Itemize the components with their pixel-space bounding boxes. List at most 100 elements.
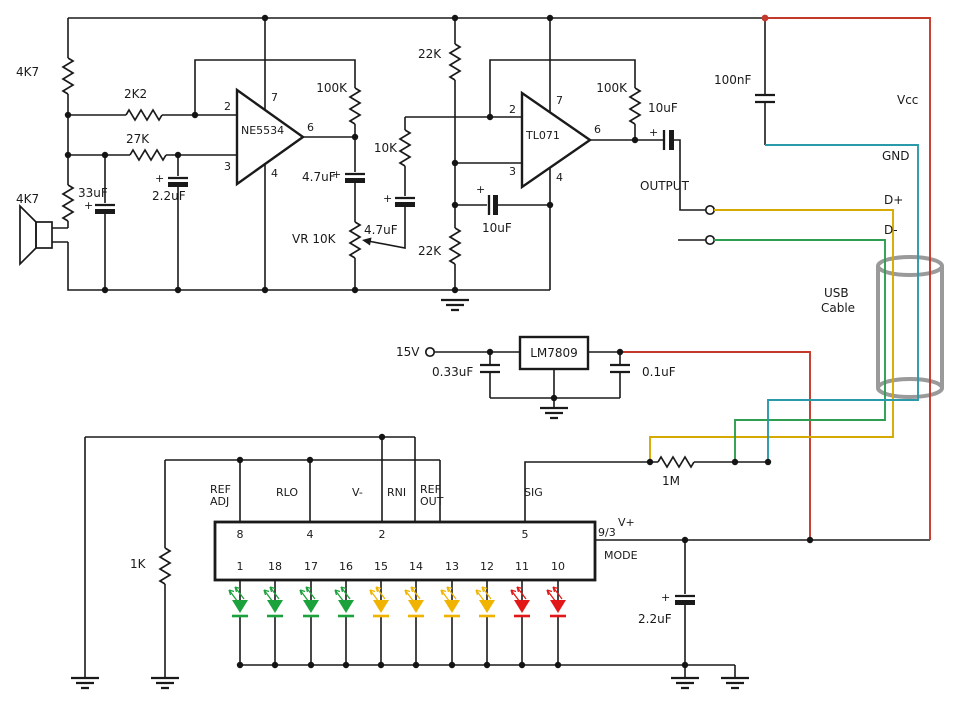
label-vr-10k: VR 10K xyxy=(292,232,337,246)
plus-sign: + xyxy=(476,183,485,196)
wire-gnd xyxy=(765,144,919,462)
driver-pin-8: 8 xyxy=(237,528,244,541)
label-r-10k: 10K xyxy=(374,141,398,155)
label-refout-1: REF xyxy=(420,483,441,496)
resistor-27k xyxy=(129,148,167,162)
opamp1-pin6: 6 xyxy=(307,121,314,134)
label-sig: SIG xyxy=(524,486,543,499)
label-r-22k-bottom: 22K xyxy=(418,244,442,258)
label-opamp2: TL071 xyxy=(525,129,560,142)
label-15v: 15V xyxy=(396,345,420,359)
wire-vcc xyxy=(765,17,931,540)
label-refadj-1: REF xyxy=(210,483,231,496)
resistor-1k xyxy=(158,547,172,585)
label-c-10uf-fb: 10uF xyxy=(482,221,512,235)
input-15v-terminal xyxy=(424,346,436,358)
ground-preamp xyxy=(441,298,469,312)
led-6 xyxy=(404,580,424,669)
label-r-22k-top: 22K xyxy=(418,47,442,61)
cap-2-2uf-top xyxy=(168,176,188,187)
label-c-33uf: 33uF xyxy=(78,186,108,200)
led-3 xyxy=(299,580,319,669)
driver-pin-16: 16 xyxy=(339,560,353,573)
resistor-10k xyxy=(398,129,412,167)
cap-4-7uf-2 xyxy=(395,196,415,207)
resistor-22k-top xyxy=(448,43,462,81)
cap-0-33uf xyxy=(480,363,500,374)
label-v-minus: V- xyxy=(352,486,363,499)
opamp1-pin7: 7 xyxy=(271,91,278,104)
resistor-22k-bottom xyxy=(448,227,462,265)
cap-100nf xyxy=(755,93,775,104)
plus-sign: + xyxy=(649,126,658,139)
plus-sign: + xyxy=(383,192,392,205)
cap-2-2uf-bottom xyxy=(675,594,695,605)
wires-preamp xyxy=(52,17,766,291)
opamp2-pin6: 6 xyxy=(594,123,601,136)
led-driver-box xyxy=(213,520,597,582)
led-8 xyxy=(475,580,495,669)
label-refout-2: OUT xyxy=(420,495,444,508)
resistor-4k7-bottom xyxy=(61,184,75,222)
ground-left-2 xyxy=(151,676,179,690)
driver-pin-5: 5 xyxy=(522,528,529,541)
output-jack-bottom xyxy=(704,234,716,246)
potentiometer-vr10k xyxy=(348,221,362,259)
label-rni: RNI xyxy=(387,486,406,499)
label-usb-cable-1: USB xyxy=(824,286,849,300)
wire-d-minus xyxy=(714,239,886,462)
labels: 4K7 4K7 2K2 27K 33uF + 2.2uF + NE5534 2 … xyxy=(16,47,918,626)
driver-pin-15: 15 xyxy=(374,560,388,573)
label-r-4k7-top: 4K7 xyxy=(16,65,39,79)
resistor-4k7-top xyxy=(61,57,75,95)
driver-pin-14: 14 xyxy=(409,560,423,573)
opamp1-pin3: 3 xyxy=(224,160,231,173)
plus-sign: + xyxy=(84,199,93,212)
driver-pin-11: 11 xyxy=(515,560,529,573)
junction-dots xyxy=(64,14,814,669)
opamp2-pin3: 3 xyxy=(509,165,516,178)
led-10 xyxy=(546,580,566,669)
label-r-1m: 1M xyxy=(662,474,680,488)
label-v-plus: V+ xyxy=(618,516,635,529)
label-refadj-2: ADJ xyxy=(210,495,229,508)
cap-0-1uf xyxy=(610,363,630,374)
plus-sign: + xyxy=(661,591,670,604)
led-2 xyxy=(263,580,283,669)
label-c-0-33uf: 0.33uF xyxy=(432,365,473,379)
opamp2-pin7: 7 xyxy=(556,94,563,107)
ground-right-1 xyxy=(671,676,699,690)
label-rlo: RLO xyxy=(276,486,298,499)
led-9 xyxy=(510,580,530,669)
label-opamp1: NE5534 xyxy=(241,124,284,137)
led-1 xyxy=(228,580,248,669)
driver-pin-4: 4 xyxy=(307,528,314,541)
resistor-1m xyxy=(657,455,695,469)
label-r-27k: 27K xyxy=(126,132,150,146)
opamp1-pin4: 4 xyxy=(271,167,278,180)
led-7 xyxy=(440,580,460,669)
ground-right-2 xyxy=(721,676,749,690)
microphone-icon xyxy=(19,203,53,267)
resistor-2k2 xyxy=(125,108,163,122)
potentiometer-wiper-arrow xyxy=(362,237,372,246)
driver-pin-1: 1 xyxy=(237,560,244,573)
opamp-tl071 xyxy=(520,90,593,190)
label-r-2k2: 2K2 xyxy=(124,87,147,101)
wire-vcc-regulator xyxy=(620,351,811,540)
cap-10uf-output xyxy=(662,130,674,150)
label-c-2-2uf-bottom: 2.2uF xyxy=(638,612,672,626)
label-c-0-1uf: 0.1uF xyxy=(642,365,676,379)
driver-pin-12: 12 xyxy=(480,560,494,573)
label-pin-9-3: 9/3 xyxy=(598,526,616,539)
wire-d-plus xyxy=(649,209,894,462)
label-c-100nf: 100nF xyxy=(714,73,752,87)
usb-cable-icon xyxy=(876,255,944,399)
label-c-4-7uf-2: 4.7uF xyxy=(364,223,398,237)
output-jack-top xyxy=(704,204,716,216)
led-5 xyxy=(369,580,389,669)
label-c-10uf-out: 10uF xyxy=(648,101,678,115)
plus-sign: + xyxy=(332,168,341,181)
cap-10uf-feedback xyxy=(487,195,498,215)
